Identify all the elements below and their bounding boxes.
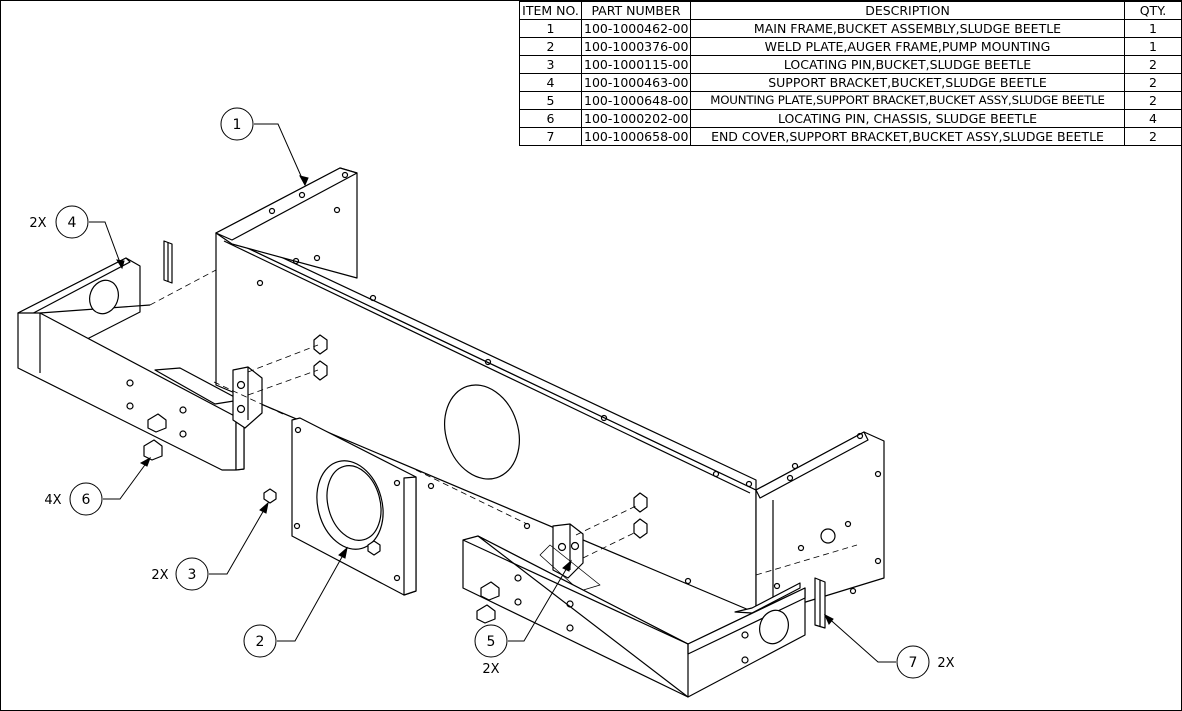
bom-qty: 2: [1124, 55, 1182, 74]
bom-item: 4: [519, 73, 582, 92]
hex-nuts: [313, 334, 648, 539]
bom-part-number: 100-1000658-001: [581, 127, 691, 146]
balloon-5: [474, 559, 572, 658]
mounting-plate-right-part: [539, 523, 601, 592]
bom-description: MOUNTING PLATE,SUPPORT BRACKET,BUCKET AS…: [690, 91, 1125, 110]
bom-qty: 1: [1124, 37, 1182, 56]
balloon-4-qty: 2X: [29, 216, 46, 231]
bom-qty: 2: [1124, 127, 1182, 146]
end-cover-left-part: [163, 240, 173, 284]
bom-description: MAIN FRAME,BUCKET ASSEMBLY,SLUDGE BEETLE: [690, 19, 1125, 38]
bom-header-part: PART NUMBER: [581, 1, 691, 20]
balloon-4-number: 4: [68, 215, 77, 231]
balloon-5-qty: 2X: [482, 662, 499, 677]
bom-part-number: 100-1000462-001: [581, 19, 691, 38]
bom-item: 2: [519, 37, 582, 56]
balloon-7: [823, 613, 930, 679]
balloon-5-number: 5: [487, 634, 496, 650]
bom-part-number: 100-1000202-001: [581, 109, 691, 128]
bom-qty: 4: [1124, 109, 1182, 128]
bom-item: 5: [519, 91, 582, 110]
bom-qty: 2: [1124, 73, 1182, 92]
bom-header-qty: QTY.: [1124, 1, 1182, 20]
balloon-3-qty: 2X: [151, 568, 168, 583]
balloon-1: [220, 107, 309, 187]
bom-header-row: ITEM NO. PART NUMBER DESCRIPTION QTY.: [519, 1, 1182, 20]
bom-description: LOCATING PIN, CHASSIS, SLUDGE BEETLE: [690, 109, 1125, 128]
balloon-2: [243, 546, 348, 658]
table-row: 6 100-1000202-001 LOCATING PIN, CHASSIS,…: [519, 109, 1182, 128]
table-row: 3 100-1000115-001 LOCATING PIN,BUCKET,SL…: [519, 55, 1182, 74]
bom-qty: 2: [1124, 91, 1182, 110]
weld-plate-part: [291, 417, 417, 596]
bom-header-description: DESCRIPTION: [690, 1, 1125, 20]
mounting-plate-left-part: [232, 366, 263, 429]
table-row: 2 100-1000376-001 WELD PLATE,AUGER FRAME…: [519, 37, 1182, 56]
bill-of-materials-table: ITEM NO. PART NUMBER DESCRIPTION QTY. 1 …: [519, 1, 1182, 146]
table-row: 4 100-1000463-001 SUPPORT BRACKET,BUCKET…: [519, 73, 1182, 92]
end-cover-right-part: [814, 577, 826, 629]
balloon-4: [55, 205, 125, 270]
bom-description: WELD PLATE,AUGER FRAME,PUMP MOUNTING: [690, 37, 1125, 56]
balloon-6-number: 6: [82, 492, 91, 508]
balloon-7-number: 7: [909, 655, 918, 671]
bom-header-item: ITEM NO.: [519, 1, 582, 20]
assembly-guide-lines: [149, 269, 858, 576]
balloon-1-number: 1: [233, 117, 242, 133]
balloon-3-number: 3: [188, 567, 197, 583]
bom-item: 3: [519, 55, 582, 74]
balloon-3: [175, 501, 269, 591]
bom-part-number: 100-1000648-001: [581, 91, 691, 110]
table-row: 5 100-1000648-001 MOUNTING PLATE,SUPPORT…: [519, 91, 1182, 110]
bucket-locating-pins: [263, 488, 381, 556]
bom-description: SUPPORT BRACKET,BUCKET,SLUDGE BEETLE: [690, 73, 1125, 92]
bom-description: END COVER,SUPPORT BRACKET,BUCKET ASSY,SL…: [690, 127, 1125, 146]
table-row: 7 100-1000658-001 END COVER,SUPPORT BRAC…: [519, 127, 1182, 146]
balloon-6: [69, 456, 151, 516]
bom-qty: 1: [1124, 19, 1182, 38]
balloon-2-number: 2: [256, 634, 265, 650]
balloon-6-qty: 4X: [44, 493, 61, 508]
support-bracket-left-part: [17, 257, 245, 471]
bom-part-number: 100-1000463-001: [581, 73, 691, 92]
chassis-locating-pins: [143, 413, 500, 624]
main-frame-part: [215, 167, 885, 614]
bom-part-number: 100-1000376-001: [581, 37, 691, 56]
bom-item: 6: [519, 109, 582, 128]
bom-item: 1: [519, 19, 582, 38]
support-bracket-right-part: [462, 535, 806, 698]
bom-item: 7: [519, 127, 582, 146]
balloon-7-qty: 2X: [937, 656, 954, 671]
table-row: 1 100-1000462-001 MAIN FRAME,BUCKET ASSE…: [519, 19, 1182, 38]
bom-description: LOCATING PIN,BUCKET,SLUDGE BEETLE: [690, 55, 1125, 74]
bom-part-number: 100-1000115-001: [581, 55, 691, 74]
